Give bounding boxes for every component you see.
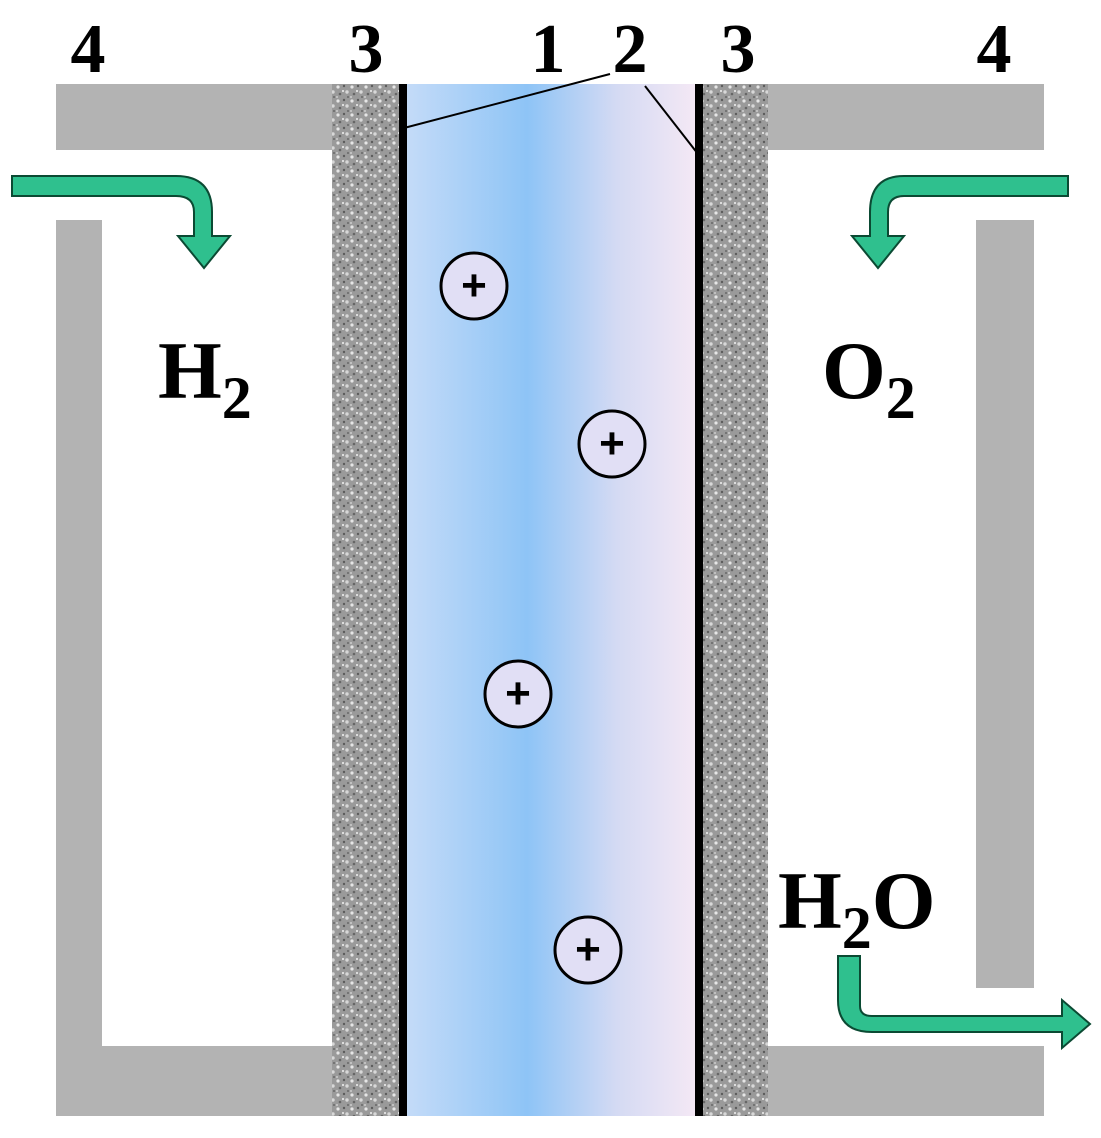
membrane-leader-line <box>403 73 611 129</box>
proton-ion: + <box>483 659 553 729</box>
oxygen-inlet-arrow <box>849 175 1069 270</box>
label-membrane: 1 <box>531 11 566 88</box>
left-diffusion-layer <box>332 84 402 1116</box>
catalyst-leader-line <box>644 85 699 155</box>
proton-ion-sign: + <box>575 925 601 974</box>
proton-exchange-membrane <box>402 84 700 1116</box>
label-catalyst: 2 <box>613 11 648 88</box>
hydrogen-inlet-arrow <box>11 175 233 270</box>
label-left-plate: 4 <box>71 11 106 88</box>
cathode-catalyst-layer <box>695 84 703 1116</box>
left-bipolar-plate <box>56 84 336 1116</box>
water-label: H2O <box>778 855 936 961</box>
right-bipolar-plate <box>766 84 1044 1116</box>
proton-ion: + <box>577 409 647 479</box>
label-right-plate: 4 <box>977 11 1012 88</box>
proton-ion-sign: + <box>599 419 625 468</box>
label-right-diffusion: 3 <box>721 11 756 88</box>
proton-ion: + <box>439 251 509 321</box>
oxygen-label: O2 <box>822 325 916 431</box>
proton-ion-sign: + <box>505 669 531 718</box>
label-left-diffusion: 3 <box>349 11 384 88</box>
proton-ion: + <box>553 915 623 985</box>
right-diffusion-layer <box>700 84 768 1116</box>
water-outlet-arrow <box>837 955 1092 1051</box>
hydrogen-label: H2 <box>158 325 252 431</box>
proton-ion-sign: + <box>461 261 487 310</box>
anode-catalyst-layer <box>399 84 407 1116</box>
